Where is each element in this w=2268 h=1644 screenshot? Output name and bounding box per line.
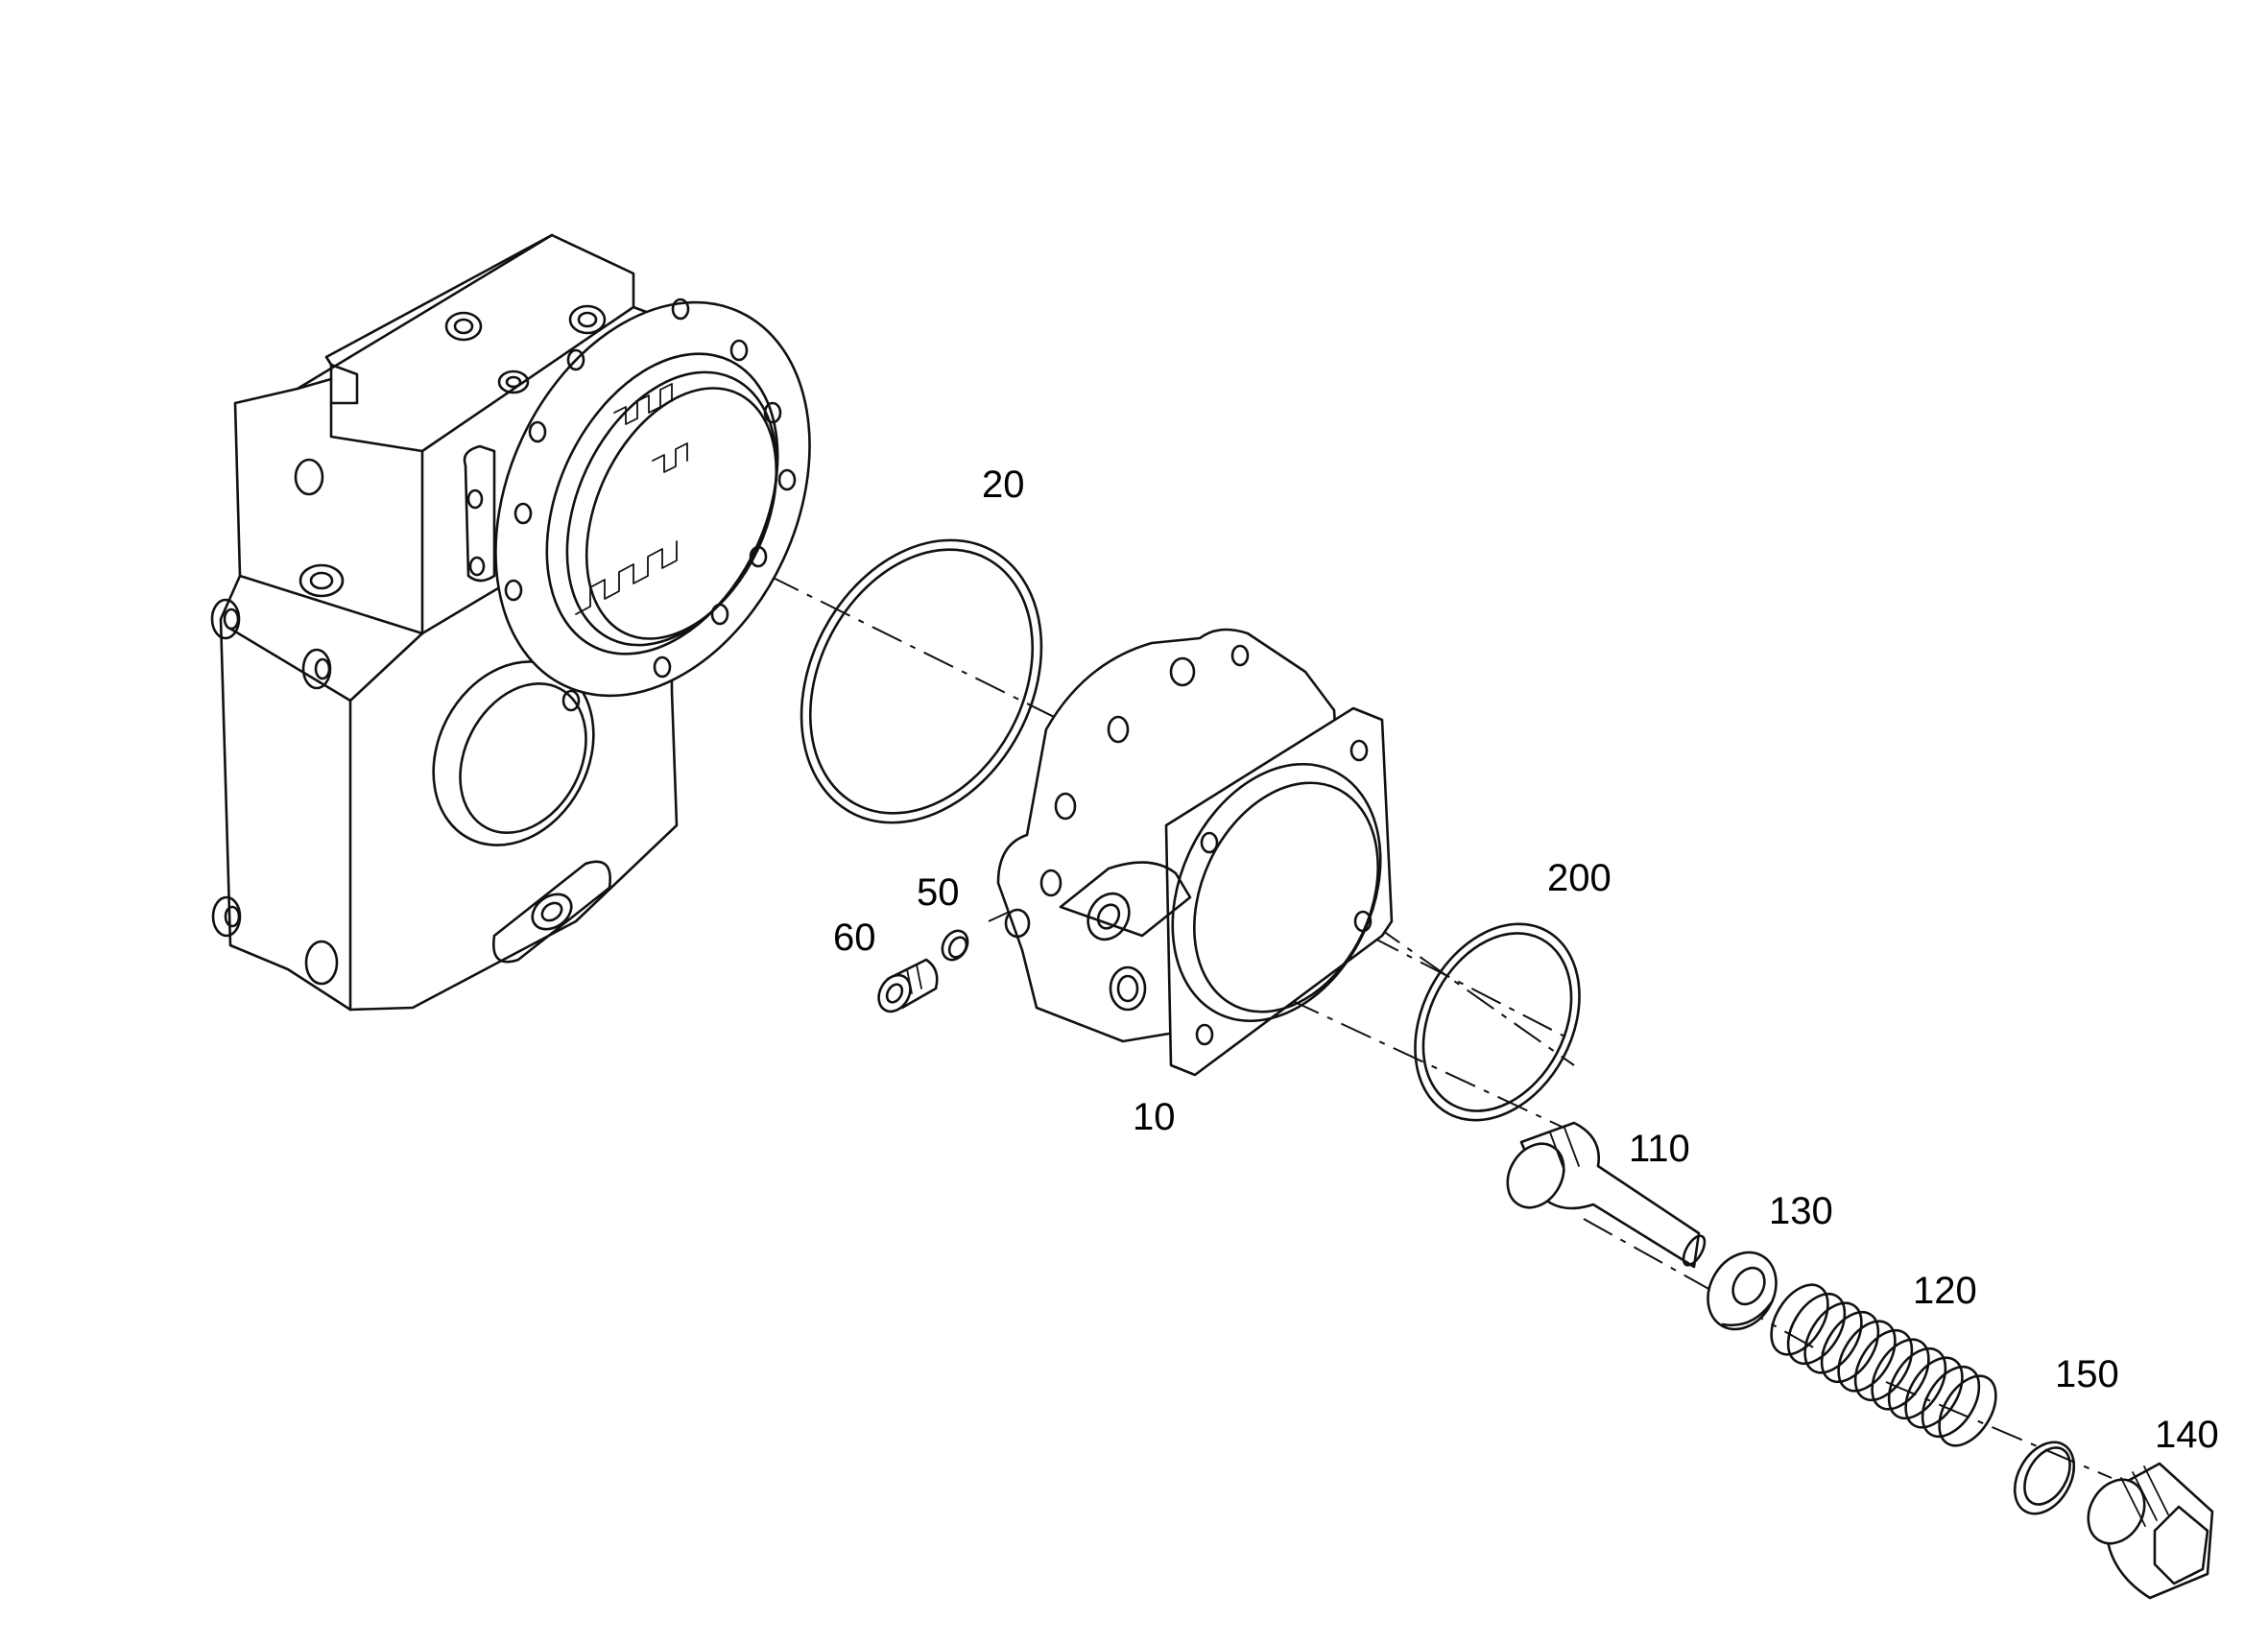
spring-coil [1770,1283,1829,1356]
callout-10: 10 [1133,1096,1176,1138]
valve-piston-110 [1506,1121,1707,1269]
spring-coil [1803,1301,1863,1374]
valve-housing-cover [996,628,1394,1077]
spring-coil [1938,1374,1997,1447]
callout-150: 150 [2055,1353,2119,1395]
callout-50: 50 [917,871,960,914]
ring-gear-flange [463,298,811,712]
spring-coil [1904,1356,1964,1429]
spring-coil [1837,1320,1897,1393]
plug-screw-60 [877,958,939,1013]
spring-coil [1820,1310,1880,1384]
callout-labels: 20 200 50 60 10 110 130 120 150 140 [833,464,2219,1456]
callout-200: 200 [1547,857,1611,899]
o-ring-200 [1414,922,1581,1122]
callout-110: 110 [1629,1128,1690,1170]
callout-130: 130 [1769,1190,1833,1232]
callout-60: 60 [833,917,876,959]
callout-120: 120 [1913,1270,1977,1312]
o-ring-20 [800,538,1043,824]
spring-coil [1853,1328,1914,1402]
seal-ring-50 [941,929,969,962]
spring-coil [1921,1365,1981,1439]
washer-130 [1707,1251,1778,1331]
compression-spring-120 [1770,1283,1997,1447]
callout-20: 20 [982,464,1025,506]
seal-ring-150 [2013,1441,2076,1515]
callout-140: 140 [2155,1414,2219,1456]
spring-coil [1871,1338,1930,1411]
spring-coil [1887,1346,1947,1420]
hex-plug-140 [2087,1462,2214,1600]
spring-coil [1786,1292,1847,1366]
